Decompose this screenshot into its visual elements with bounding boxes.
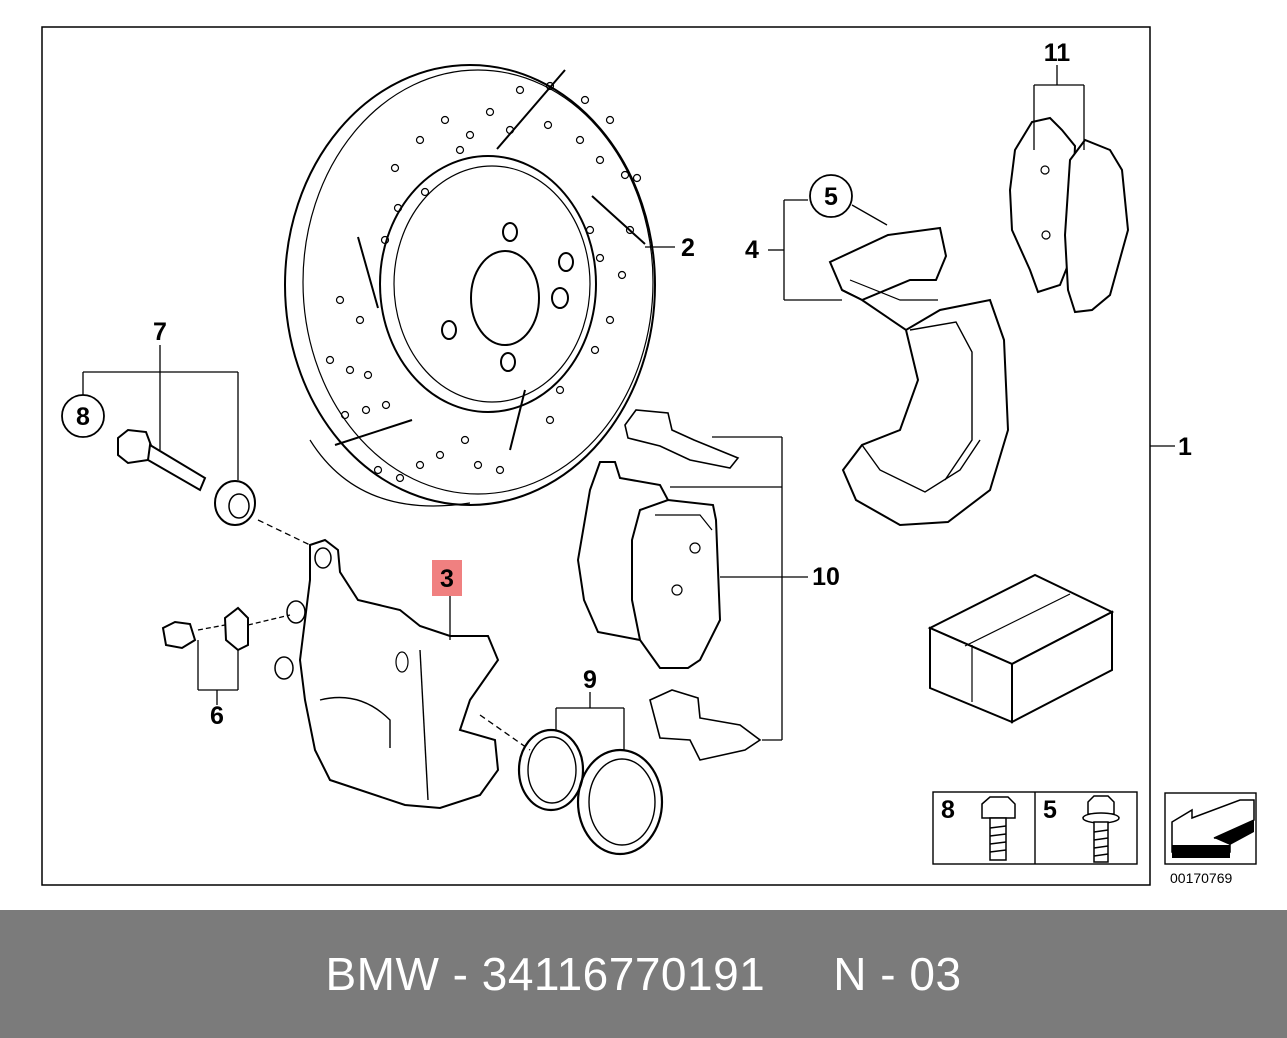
leader-lines bbox=[82, 65, 1175, 751]
diagram-frame bbox=[41, 26, 1151, 886]
part-caption-bar: BMW - 34116770191 N - 03 bbox=[0, 910, 1287, 1038]
callout-5[interactable]: 5 bbox=[824, 183, 838, 211]
callout-7[interactable]: 7 bbox=[153, 318, 167, 346]
brake-caliper[interactable] bbox=[274, 538, 500, 810]
callout-6[interactable]: 6 bbox=[210, 702, 224, 730]
hex-bolt-icon bbox=[981, 796, 1016, 861]
callout-circle-8 bbox=[61, 394, 105, 438]
legend-label-5: 5 bbox=[1043, 796, 1057, 824]
repair-kit-box bbox=[927, 573, 1115, 724]
callout-11[interactable]: 11 bbox=[1044, 39, 1071, 67]
part-number-label: BMW - 34116770191 bbox=[325, 948, 766, 1000]
bolt-legend: 8 5 bbox=[932, 791, 1138, 865]
bleeder-screw[interactable] bbox=[161, 606, 249, 652]
callout-4[interactable]: 4 bbox=[745, 236, 759, 264]
caliper-carrier[interactable] bbox=[828, 226, 1010, 527]
arrow-icon bbox=[1171, 799, 1255, 858]
callout-10[interactable]: 10 bbox=[812, 563, 840, 591]
pad-spring-clips bbox=[624, 409, 762, 761]
callout-8[interactable]: 8 bbox=[76, 403, 90, 431]
flange-bolt-icon bbox=[1082, 795, 1120, 863]
brake-pads[interactable] bbox=[576, 461, 722, 669]
disc-drill-holes bbox=[325, 81, 642, 483]
exploded-view-drawing: 1 2 3 4 5 6 7 8 9 10 11 8 5 bbox=[41, 26, 1257, 886]
callout-2[interactable]: 2 bbox=[681, 234, 695, 262]
callout-3[interactable]: 3 bbox=[440, 565, 454, 593]
callout-9[interactable]: 9 bbox=[583, 666, 597, 694]
piston-seals[interactable] bbox=[517, 728, 664, 856]
callout-circle-5 bbox=[809, 174, 853, 218]
brake-disc[interactable] bbox=[284, 64, 656, 507]
guide-bolt[interactable] bbox=[117, 428, 256, 526]
highlight-box-3 bbox=[432, 560, 462, 596]
pads-small-set[interactable] bbox=[1008, 116, 1130, 314]
parts-diagram: 1 2 3 4 5 6 7 8 9 10 11 8 5 bbox=[41, 26, 1257, 886]
callout-1[interactable]: 1 bbox=[1178, 433, 1192, 461]
diagram-code: 00170769 bbox=[1170, 870, 1233, 886]
legend-label-8: 8 bbox=[941, 796, 955, 824]
navigation-arrow-box[interactable] bbox=[1164, 792, 1257, 865]
page-reference-label: N - 03 bbox=[833, 948, 962, 1000]
